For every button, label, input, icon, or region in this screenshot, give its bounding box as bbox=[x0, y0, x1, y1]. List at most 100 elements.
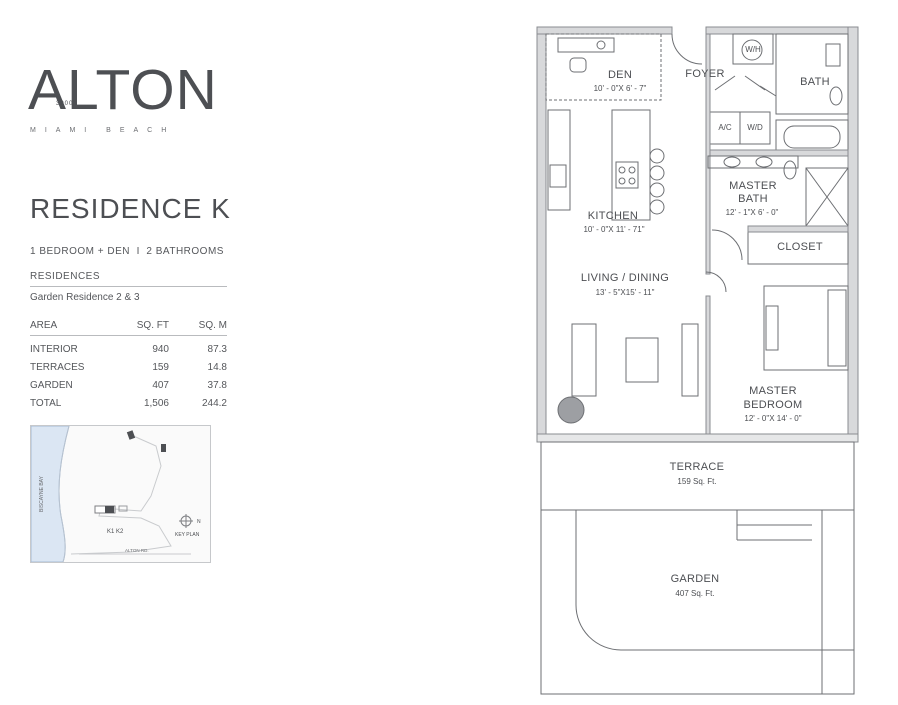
bar-stool bbox=[649, 182, 665, 198]
bath-door-lines bbox=[714, 75, 777, 97]
master-bath-label: MASTER BATH bbox=[729, 180, 777, 205]
burner bbox=[618, 166, 626, 174]
bath-label: BATH bbox=[800, 76, 830, 88]
key-plan-caption: KEY PLAN bbox=[175, 532, 200, 538]
living-media-unit bbox=[681, 323, 699, 397]
bath-tub bbox=[775, 119, 849, 155]
brand-logo-number: 3900 bbox=[56, 101, 74, 107]
bar-stool bbox=[649, 148, 665, 164]
unit-block bbox=[118, 505, 128, 512]
table-row: INTERIOR 940 87.3 bbox=[30, 344, 227, 358]
bath-toilet bbox=[829, 86, 843, 106]
row-sqft: 1,506 bbox=[143, 398, 169, 409]
den-desk bbox=[557, 37, 615, 53]
burner bbox=[628, 177, 636, 185]
master-bath-door-swing bbox=[711, 229, 743, 261]
den-lamp bbox=[596, 40, 606, 50]
residence-title: RESIDENCE K bbox=[30, 193, 231, 224]
foyer-label: FOYER bbox=[685, 68, 725, 80]
row-sqm: 244.2 bbox=[201, 398, 227, 409]
sqft-header: SQ. FT bbox=[136, 320, 169, 331]
den-dimensions: 10' - 0"X 6' - 7" bbox=[593, 84, 647, 93]
kitchen-dimensions: 10' - 0"X 11' - 71" bbox=[583, 225, 645, 234]
master-bath-vanity bbox=[707, 155, 799, 169]
sqm-header: SQ. M bbox=[198, 320, 227, 331]
floor-plan bbox=[536, 26, 859, 695]
residences-value: Garden Residence 2 & 3 bbox=[30, 292, 140, 303]
living-sofa bbox=[571, 323, 597, 397]
kitchen-counter bbox=[547, 109, 571, 211]
living-planter bbox=[557, 396, 585, 424]
row-label: INTERIOR bbox=[30, 344, 78, 355]
terrace-outline bbox=[540, 441, 855, 511]
burner bbox=[618, 177, 626, 185]
area-header: AREA bbox=[30, 320, 58, 331]
wall-bedroom bbox=[705, 295, 711, 437]
wh-label: W/H bbox=[745, 45, 761, 54]
kitchen-cooktop bbox=[615, 161, 639, 189]
row-label: TOTAL bbox=[30, 398, 62, 409]
wall-bath-north bbox=[705, 149, 849, 157]
wh-closet bbox=[732, 33, 774, 65]
master-bedroom-label: MASTER BEDROOM bbox=[743, 385, 803, 411]
residences-heading: RESIDENCES bbox=[30, 271, 101, 282]
row-sqm: 37.8 bbox=[207, 380, 227, 391]
den-outline bbox=[545, 33, 662, 101]
bar-stool bbox=[649, 165, 665, 181]
divider bbox=[30, 286, 227, 287]
bath-outline bbox=[775, 33, 849, 115]
brand-logo-text: ALTON bbox=[28, 58, 218, 122]
row-label: GARDEN bbox=[30, 380, 73, 391]
road-label: ALTON RD. bbox=[125, 548, 149, 553]
living-coffee-table bbox=[625, 337, 659, 383]
wall-north-left bbox=[536, 26, 673, 35]
building-marker bbox=[161, 444, 166, 452]
bedroom-door-swing bbox=[705, 271, 727, 293]
garden-lawn-edge bbox=[575, 510, 854, 651]
key-plan-map: BISCAYNE BAY K1 K2 N KEY PLAN ALTON RD. bbox=[31, 426, 201, 562]
shoreline bbox=[58, 426, 70, 562]
site-outline bbox=[70, 433, 172, 555]
master-bath-dimensions: 12' - 1"X 6' - 0" bbox=[725, 208, 779, 217]
bed-pillows bbox=[765, 305, 779, 351]
kitchen-sink bbox=[549, 164, 567, 188]
water-heater bbox=[741, 39, 763, 61]
table-row: TERRACES 159 14.8 bbox=[30, 362, 227, 376]
terrace-label: TERRACE bbox=[669, 461, 725, 473]
master-bedroom-dimensions: 12' - 0"X 14' - 0" bbox=[744, 414, 802, 423]
row-sqft: 159 bbox=[152, 362, 169, 373]
burner bbox=[628, 166, 636, 174]
terrace-area: 159 Sq. Ft. bbox=[677, 477, 717, 486]
foyer-door-swing bbox=[671, 33, 703, 65]
bay-label: BISCAYNE BAY bbox=[39, 475, 45, 512]
garden-outline bbox=[540, 509, 855, 695]
master-bath-toilet bbox=[783, 160, 797, 180]
master-bath-sink bbox=[723, 156, 741, 168]
compass-label: N bbox=[197, 519, 201, 525]
glass-facade bbox=[536, 433, 859, 443]
key-plan: BISCAYNE BAY K1 K2 N KEY PLAN ALTON RD. bbox=[30, 425, 211, 563]
ac-label: A/C bbox=[718, 123, 732, 132]
row-sqft: 940 bbox=[152, 344, 169, 355]
area-table-header: AREA SQ. FT SQ. M bbox=[30, 320, 227, 334]
wall-north-right bbox=[705, 26, 859, 35]
kitchen-label: KITCHEN bbox=[587, 210, 639, 222]
wall-east bbox=[847, 26, 859, 443]
closet-label: CLOSET bbox=[777, 241, 823, 253]
table-row: GARDEN 407 37.8 bbox=[30, 380, 227, 394]
den-chair bbox=[569, 57, 587, 73]
kitchen-island bbox=[611, 109, 651, 221]
unit-highlight bbox=[105, 506, 114, 513]
bath-tub-inner bbox=[783, 125, 841, 149]
row-label: TERRACES bbox=[30, 362, 85, 373]
bar-stool bbox=[649, 199, 665, 215]
divider bbox=[30, 335, 227, 336]
residence-summary: 1 BEDROOM + DEN I 2 BATHROOMS bbox=[30, 246, 224, 257]
row-sqm: 14.8 bbox=[207, 362, 227, 373]
wall-foyer bbox=[705, 33, 711, 275]
bath-sink bbox=[825, 43, 841, 67]
wd-closet bbox=[739, 111, 771, 145]
bay-water bbox=[31, 426, 70, 562]
den-label: DEN bbox=[607, 69, 633, 81]
wall-west bbox=[536, 26, 547, 443]
